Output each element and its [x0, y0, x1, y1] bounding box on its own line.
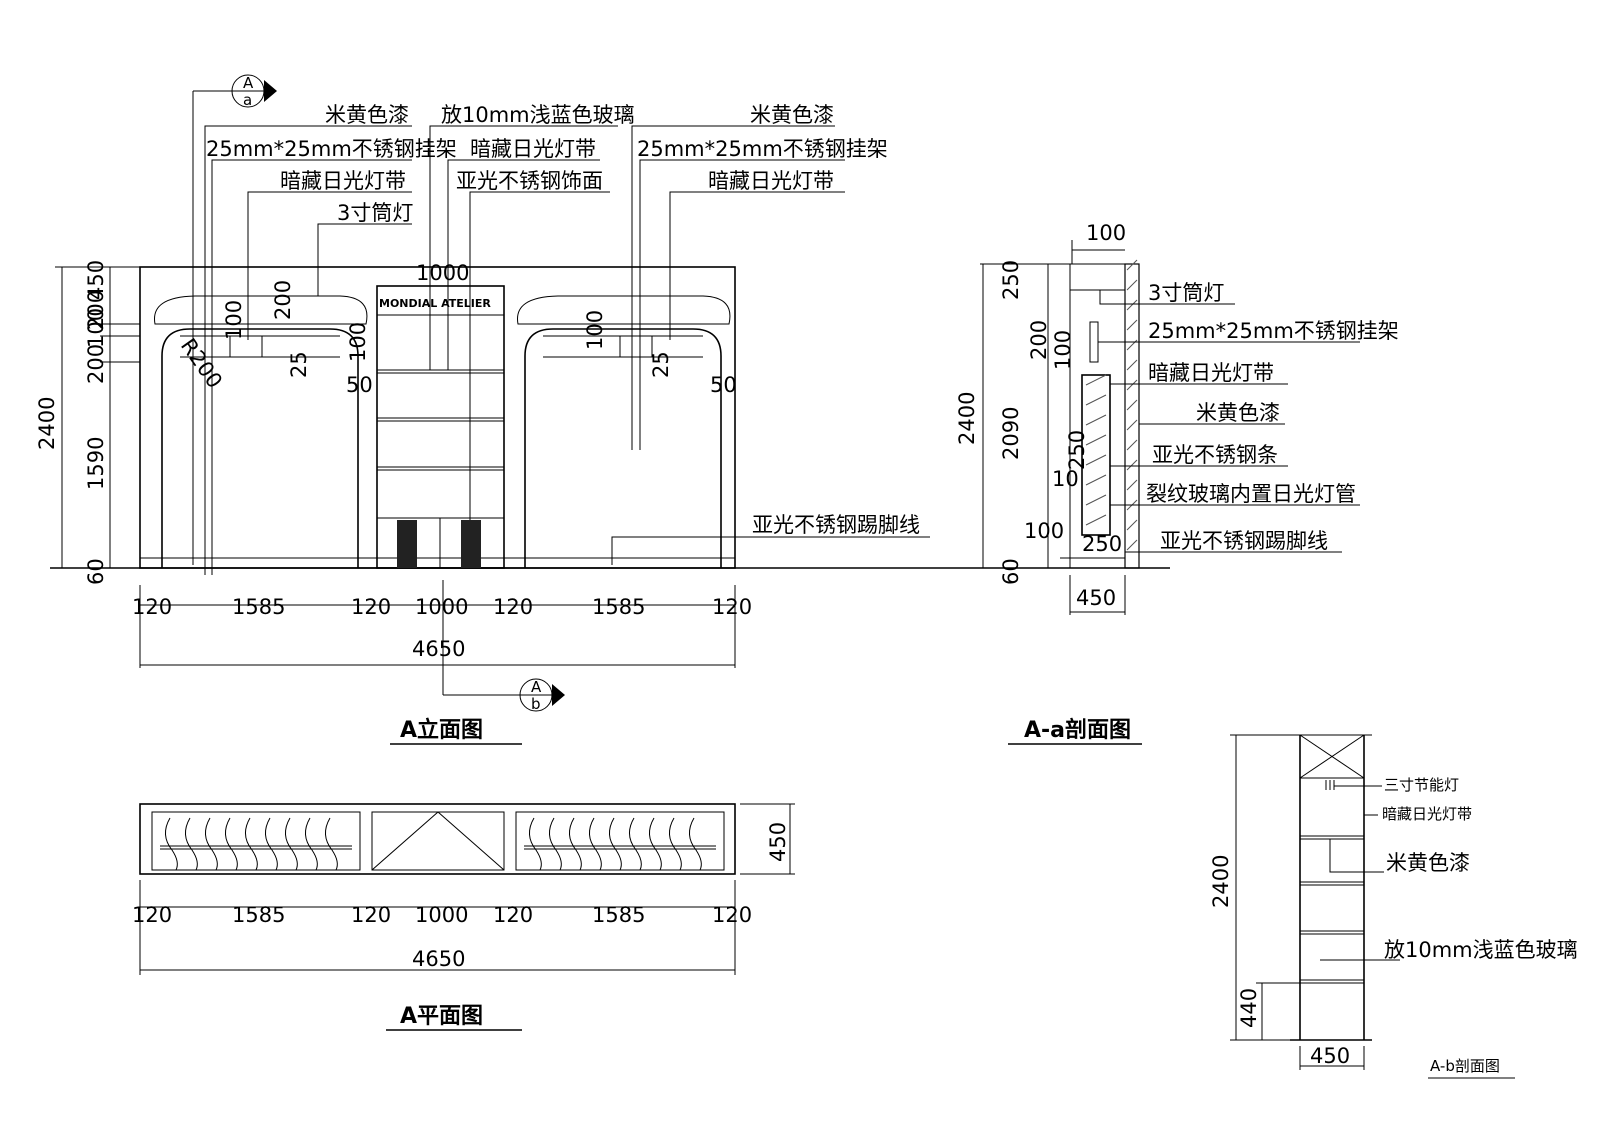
dim-total-height: 2400 — [35, 397, 59, 450]
aa-label-paint: 米黄色漆 — [1196, 401, 1280, 425]
dim-bottom-120d: 120 — [712, 595, 752, 619]
ab-dim-2400: 2400 — [1209, 855, 1233, 908]
section-marker-b-top: A — [531, 678, 542, 696]
ab-dim-450: 450 — [1310, 1044, 1350, 1068]
aa-label-lightstrip: 暗藏日光灯带 — [1148, 361, 1274, 385]
aa-dim-2400: 2400 — [955, 392, 979, 445]
label-right-paint: 米黄色漆 — [750, 103, 834, 127]
section-marker-a-bottom: a — [243, 91, 252, 109]
plan-dim-120d: 120 — [712, 903, 752, 927]
dim-inner-r200: R200 — [176, 334, 227, 393]
aa-dim-100-top: 100 — [1086, 221, 1126, 245]
dim-bottom-1585b: 1585 — [592, 595, 645, 619]
a-elevation-drawing: MONDIAL ATELIER A a A b — [50, 74, 1170, 713]
aa-label-rack: 25mm*25mm不锈钢挂架 — [1148, 319, 1399, 343]
a-a-section-drawing — [980, 240, 1360, 615]
plan-title: A平面图 — [400, 1004, 483, 1029]
section-marker-b-bottom: b — [531, 695, 541, 713]
dim-inner-1000: 1000 — [416, 261, 469, 285]
dim-inner-50b: 50 — [710, 373, 737, 397]
plan-dim-1585a: 1585 — [232, 903, 285, 927]
dim-left-1590: 1590 — [84, 437, 108, 490]
aa-dim-450: 450 — [1076, 586, 1116, 610]
aa-dim-250-top: 250 — [999, 260, 1023, 300]
dim-left-200b: 200 — [84, 344, 108, 384]
section-marker-a-top: A — [243, 74, 254, 92]
ab-dim-440: 440 — [1237, 988, 1261, 1028]
a-b-section-drawing — [1230, 734, 1400, 1070]
label-left-paint: 米黄色漆 — [325, 103, 409, 127]
ab-label-energy-lamp: 三寸节能灯 — [1384, 776, 1459, 794]
dim-bottom-1585a: 1585 — [232, 595, 285, 619]
aa-dim-2090: 2090 — [999, 407, 1023, 460]
logo-text: MONDIAL ATELIER — [379, 297, 491, 310]
label-center-glass: 放10mm浅蓝色玻璃 — [441, 103, 635, 127]
aa-label-baseboard: 亚光不锈钢踢脚线 — [1160, 529, 1328, 553]
elevation-title: A立面图 — [400, 717, 483, 743]
plan-dim-120b: 120 — [351, 903, 391, 927]
a-plan-drawing — [139, 803, 795, 975]
plan-dim-depth: 450 — [766, 822, 790, 862]
label-center-steel: 亚光不锈钢饰面 — [456, 169, 603, 193]
label-right-lightstrip: 暗藏日光灯带 — [708, 169, 834, 193]
dim-left-450: 450 — [84, 260, 108, 300]
aa-dim-250-low: 250 — [1082, 532, 1122, 556]
label-left-lightstrip: 暗藏日光灯带 — [280, 169, 406, 193]
dim-inner-200: 200 — [271, 280, 295, 320]
label-baseboard: 亚光不锈钢踢脚线 — [752, 513, 920, 537]
section-aa-title: A-a剖面图 — [1024, 717, 1131, 743]
dim-left-60: 60 — [84, 558, 108, 585]
dim-bottom-120a: 120 — [132, 595, 172, 619]
dim-bottom-120b: 120 — [351, 595, 391, 619]
dim-inner-100c: 100 — [583, 310, 607, 350]
plan-dim-120c: 120 — [493, 903, 533, 927]
aa-label-steel-strip: 亚光不锈钢条 — [1152, 443, 1278, 467]
aa-dim-250-mid: 250 — [1065, 430, 1089, 470]
aa-label-downlight: 3寸筒灯 — [1148, 281, 1224, 305]
dim-inner-25b: 25 — [649, 351, 673, 378]
dim-bottom-1000: 1000 — [415, 595, 468, 619]
ab-label-glass: 放10mm浅蓝色玻璃 — [1384, 938, 1578, 962]
label-left-rack: 25mm*25mm不锈钢挂架 — [206, 137, 457, 161]
dim-left-200a: 200 — [84, 290, 108, 330]
dim-bottom-120c: 120 — [493, 595, 533, 619]
plan-dim-1585b: 1585 — [592, 903, 645, 927]
aa-label-glass-tube: 裂纹玻璃内置日光灯管 — [1146, 482, 1356, 506]
plan-dim-total-width: 4650 — [412, 947, 465, 971]
section-ab-title: A-b剖面图 — [1430, 1057, 1500, 1075]
plan-dim-120a: 120 — [132, 903, 172, 927]
aa-dim-100-low: 100 — [1024, 519, 1064, 543]
dim-left-100: 100 — [84, 308, 108, 348]
dim-inner-25a: 25 — [287, 351, 311, 378]
label-right-rack: 25mm*25mm不锈钢挂架 — [637, 137, 888, 161]
label-center-lightstrip: 暗藏日光灯带 — [470, 137, 596, 161]
aa-dim-60: 60 — [999, 558, 1023, 585]
ab-label-lightstrip: 暗藏日光灯带 — [1382, 805, 1472, 823]
dim-inner-50a: 50 — [346, 373, 373, 397]
label-left-downlight: 3寸筒灯 — [337, 201, 413, 225]
dim-total-width: 4650 — [412, 637, 465, 661]
aa-dim-100-mid: 100 — [1051, 330, 1075, 370]
aa-dim-200: 200 — [1027, 320, 1051, 360]
ab-label-paint: 米黄色漆 — [1386, 851, 1470, 875]
plan-dim-1000: 1000 — [415, 903, 468, 927]
aa-dim-10: 10 — [1052, 467, 1079, 491]
dim-inner-100b: 100 — [346, 322, 370, 362]
dim-inner-100a: 100 — [222, 300, 246, 340]
